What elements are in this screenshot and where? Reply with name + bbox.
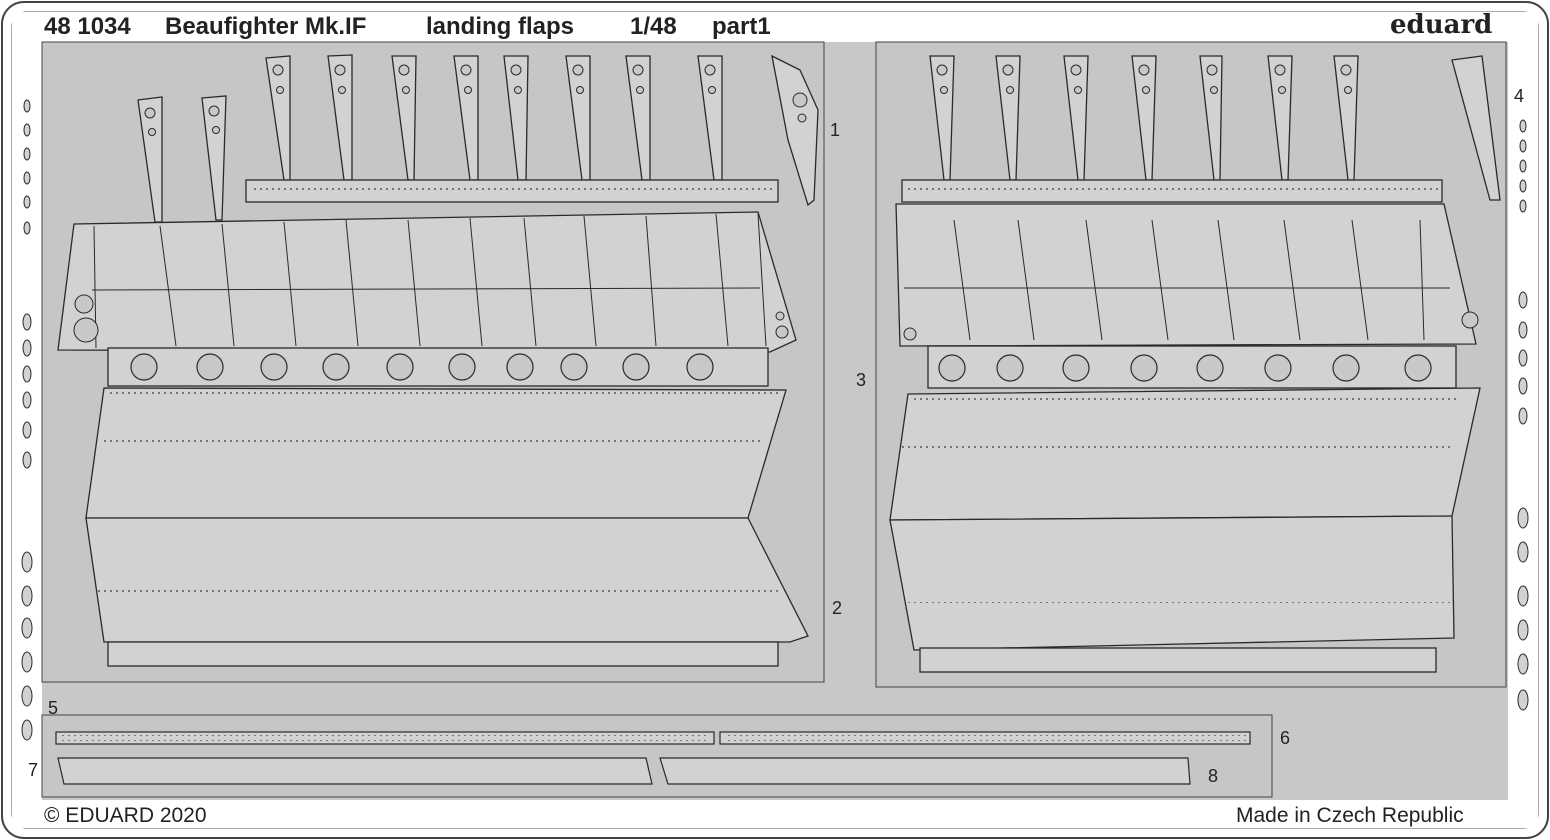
kit-subtitle: landing flaps [426,13,575,40]
part-number-8: 8 [1208,766,1219,786]
rivet-strip-6 [719,731,1251,745]
panel-strip-8 [659,757,1191,785]
part-number-2: 2 [832,598,843,618]
flap-lower-left [85,387,809,667]
drop-parts-right [1517,119,1529,711]
kit-code: 48 1034 [44,13,131,40]
part-number-3: 3 [856,370,867,390]
kit-part: part1 [712,13,771,40]
brand-logo: eduard [1390,10,1493,40]
copyright: © EDUARD 2020 [44,804,207,827]
origin: Made in Czech Republic [1236,804,1464,827]
flap-upper-right [895,203,1479,347]
part-number-5: 5 [48,698,59,718]
drop-parts-left [21,99,33,741]
flap-upper-left [57,211,797,353]
part-number-4: 4 [1514,86,1525,106]
bottom-sprue [41,714,1273,798]
rivet-strip-5 [55,731,715,745]
panel-strip-7 [57,757,653,785]
part-number-6: 6 [1280,728,1291,748]
flap-lower-right [889,387,1481,673]
kit-scale: 1/48 [630,13,677,40]
part-number-1: 1 [830,120,841,140]
part-number-7: 7 [28,760,39,780]
kit-title: Beaufighter Mk.IF [165,13,367,40]
